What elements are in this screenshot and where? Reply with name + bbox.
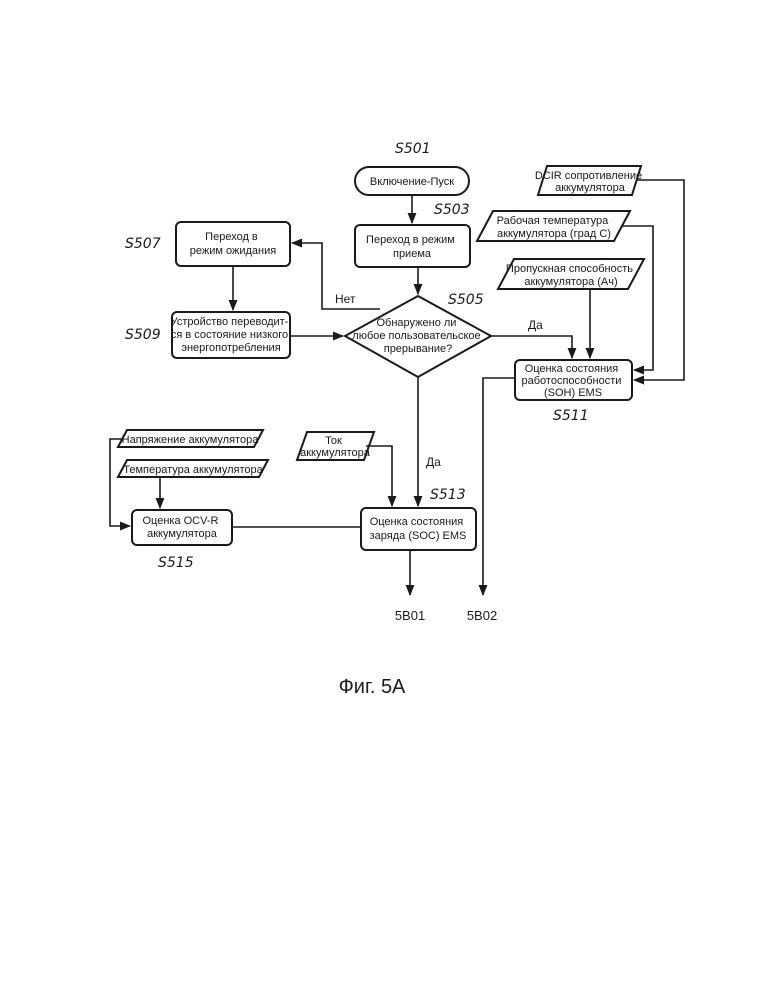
step-label-s507: S507 [125,236,161,252]
edge-label-yes-down: Да [426,455,441,469]
soc-estimate-box [361,508,476,550]
arrow-dcir-to-soh [634,180,684,380]
connector-label-5b01: 5B01 [395,608,425,623]
capacity-input-label: Пропускная способность аккумулятора (Ач) [506,263,636,288]
battery-temp-input-label: Температура аккумулятора [123,464,263,476]
step-label-s509: S509 [125,327,161,343]
arrow-decision-yes-to-soh [491,336,572,358]
step-label-s505: S505 [448,292,484,308]
arrow-voltage-to-ocv [110,439,130,526]
step-label-s511: S511 [553,408,589,424]
step-label-s513: S513 [430,487,466,503]
figure-caption: Фиг. 5А [339,676,406,698]
voltage-input-label: Напряжение аккумулятора [122,434,260,446]
ocv-estimate-label: Оценка OCV-R аккумулятора [142,515,221,540]
edge-label-no: Нет [335,292,356,306]
connector-label-5b02: 5B02 [467,608,497,623]
step-label-s515: S515 [158,555,194,571]
low-power-label: Устройство переводит- ся в состояние низ… [171,316,292,354]
working-temp-input-label: Рабочая температура аккумулятора (град С… [497,215,612,240]
step-label-s501: S501 [395,141,431,157]
start-label: Включение-Пуск [370,176,454,188]
receive-mode-box [355,225,470,267]
standby-mode-box [176,222,290,266]
arrow-soh-to-connector-2 [483,378,515,595]
arrow-working-temp-to-soh [622,226,653,370]
edge-label-yes-right: Да [528,318,543,332]
step-label-s503: S503 [434,202,470,218]
